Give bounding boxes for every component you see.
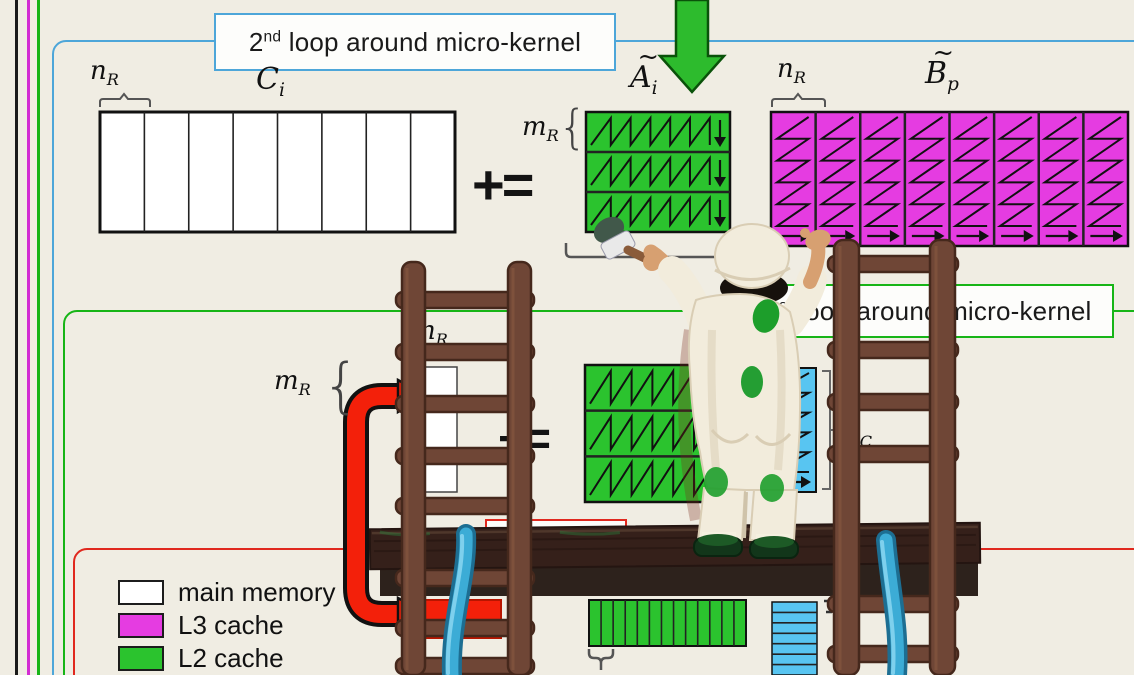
loop1-label-box: 1st loop around micro-kernel — [742, 284, 1114, 338]
loop3-border-line — [37, 0, 40, 675]
legend-item: main memory — [118, 576, 336, 607]
mR-brace-mid: { — [322, 351, 361, 421]
legend-label: L3 cache — [178, 609, 284, 640]
plus-equals-loop1: += — [498, 413, 551, 466]
nR-label-C: nR — [90, 56, 119, 90]
microkernel-label-box — [485, 519, 627, 567]
Ai-label: ~Ai — [630, 41, 660, 99]
mR-label-A: mR — [522, 112, 559, 146]
kC-label: kC — [844, 418, 873, 452]
legend-item: L2 cache — [118, 642, 335, 673]
plus-equals-loop2: += — [472, 153, 534, 216]
legend-swatch — [118, 612, 164, 638]
loop1-border-box — [63, 310, 1134, 675]
mR-label-mid: mR — [274, 366, 311, 400]
Bp-label: ~Bp — [925, 37, 959, 95]
legend-item: L3 cache — [118, 609, 335, 640]
nR-label-B: nR — [777, 54, 806, 88]
loop2-label-box: 2nd loop around micro-kernel — [214, 13, 616, 71]
mR-brace-A: { — [558, 100, 588, 154]
loop1-label: 1st loop around micro-kernel — [764, 295, 1092, 326]
nR-label-mid: nR — [419, 316, 448, 350]
Ci-label: Ci — [256, 62, 285, 101]
loop2-label: 2nd loop around micro-kernel — [248, 26, 582, 57]
legend-swatch — [118, 645, 164, 671]
legend-label: main memory — [178, 576, 336, 607]
legend-label: L2 cache — [178, 642, 284, 673]
loop5-border-line — [15, 0, 18, 675]
loop4-border-line — [27, 0, 30, 675]
legend-swatch — [118, 579, 164, 605]
